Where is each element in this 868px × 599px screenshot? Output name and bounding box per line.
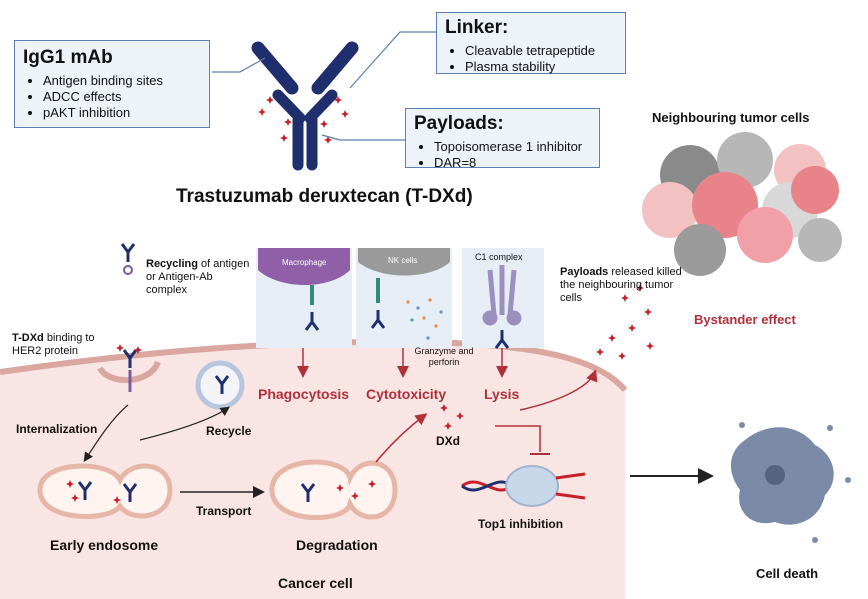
macrophage-cell — [258, 248, 350, 285]
payloads-bold: Payloads — [560, 266, 609, 278]
linker-item: Cleavable tetrapeptide — [465, 43, 617, 59]
neighbouring-title: Neighbouring tumor cells — [652, 110, 810, 125]
dxd-label: DXd — [436, 434, 460, 448]
payloads-rest: released killed the neighbouring tumor c… — [560, 266, 682, 304]
transport-label: Transport — [196, 504, 252, 518]
phagocytosis-label: Phagocytosis — [258, 386, 350, 402]
recycling-bold: Recycling — [146, 258, 198, 270]
top1-label: Top1 inhibition — [478, 517, 564, 531]
recycle-label: Recycle — [206, 424, 252, 438]
nk-label: NK cells — [388, 256, 418, 265]
macrophage-label: Macrophage — [282, 258, 327, 267]
mab-item: pAKT inhibition — [43, 105, 201, 121]
cell-death-label: Cell death — [756, 566, 819, 581]
c1-label: C1 complex — [475, 252, 523, 262]
granzyme-dots — [406, 298, 443, 340]
tdxd-antibody-icon — [251, 41, 359, 171]
cytotoxicity-label: Cytotoxicity — [366, 386, 447, 402]
cancer-cell-label: Cancer cell — [278, 575, 353, 591]
neighbouring-cells-icon — [642, 132, 842, 276]
degradation-label: Degradation — [296, 537, 378, 553]
early-endosome — [37, 463, 173, 519]
binding-label: T-DXd binding to HER2 protein — [12, 332, 117, 358]
degradation-vesicle — [269, 459, 398, 521]
internalization-label: Internalization — [16, 422, 98, 436]
granzyme-label: Granzyme and perforin — [414, 346, 474, 367]
binding-bold: T-DXd — [12, 332, 44, 344]
mab-item: Antigen binding sites — [43, 73, 201, 89]
linker-item: Plasma stability — [465, 59, 617, 75]
drug-title: Trastuzumab deruxtecan (T-DXd) — [176, 186, 473, 207]
payload-title: Payloads: — [414, 113, 504, 134]
recycle-vesicle — [195, 360, 245, 410]
mab-title: IgG1 mAb — [23, 47, 113, 68]
recycling-rest: of antigen or Antigen-Ab complex — [146, 258, 250, 296]
recycling-label: Recycling of antigen or Antigen-Ab compl… — [146, 258, 256, 297]
dead-cell-icon — [730, 422, 851, 543]
nk-cell — [358, 248, 450, 276]
bystander-label: Bystander effect — [694, 312, 796, 327]
payload-item: Topoisomerase 1 inhibitor — [434, 139, 591, 155]
early-endosome-label: Early endosome — [50, 537, 159, 553]
linker-box: Linker: Cleavable tetrapeptide Plasma st… — [436, 12, 626, 74]
payload-box: Payloads: Topoisomerase 1 inhibitor DAR=… — [405, 108, 600, 171]
lysis-label: Lysis — [484, 386, 520, 402]
payload-item: DAR=8 — [434, 155, 591, 171]
mab-box: IgG1 mAb Antigen binding sites ADCC effe… — [14, 40, 210, 128]
payloads-released-label: Payloads released killed the neighbourin… — [560, 266, 690, 305]
top1-dna-icon — [461, 465, 586, 507]
linker-title: Linker: — [445, 17, 509, 38]
c1-complex-icon — [482, 265, 522, 326]
mab-item: ADCC effects — [43, 89, 201, 105]
binding-rest: binding to HER2 protein — [12, 332, 95, 357]
